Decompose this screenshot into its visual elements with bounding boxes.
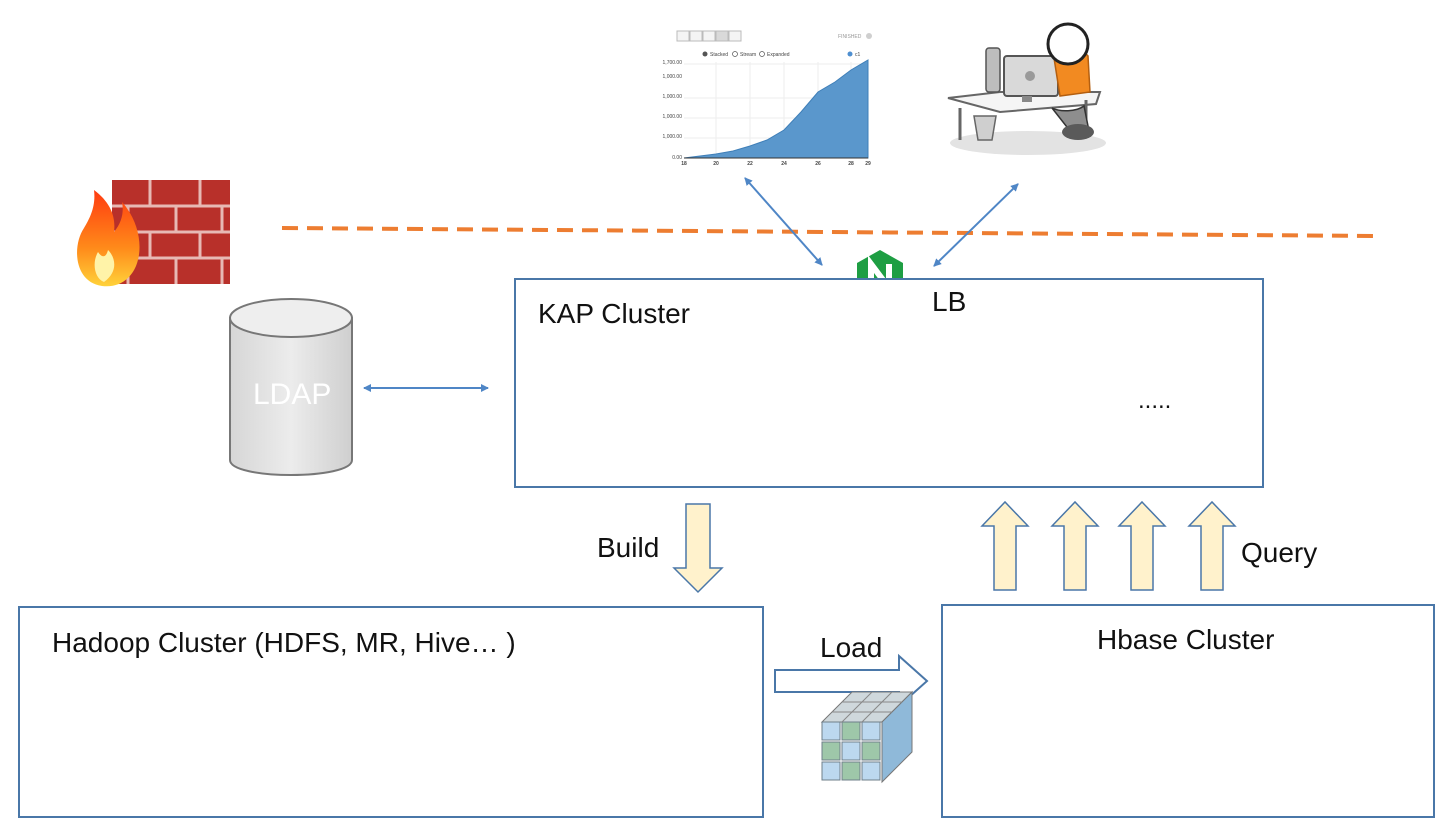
load-label: Load xyxy=(820,632,883,663)
chart-x-tick: 24 xyxy=(781,161,787,167)
build-arrow xyxy=(672,503,724,594)
chart-x-tick: 22 xyxy=(747,161,753,167)
hbase-cluster-title: Hbase Cluster xyxy=(1097,624,1275,655)
chart-thumbnail: FINISHED Stacked Stream Expanded c1 xyxy=(663,26,876,170)
chart-x-tick: 20 xyxy=(713,161,719,167)
legend-expanded-dot xyxy=(759,51,765,57)
chart-y-tick: 0.00 xyxy=(672,155,682,161)
chart-y-tick: 1,000.00 xyxy=(663,94,683,100)
query-arrow-2 xyxy=(1050,500,1100,591)
kap-cluster-title: KAP Cluster xyxy=(538,298,690,329)
firewall-icon xyxy=(77,180,230,287)
lb-label: LB xyxy=(932,286,967,317)
kap-more-indicator: ..... xyxy=(1138,387,1172,414)
query-arrow-1 xyxy=(980,500,1030,591)
firewall-boundary-line xyxy=(281,226,1377,238)
user-lb-arrow xyxy=(933,183,1019,267)
chart-x-tick: 26 xyxy=(815,161,821,167)
chart-y-tick: 1,700.00 xyxy=(663,60,683,66)
chart-toolbar xyxy=(676,30,742,42)
chart-y-ticks: 0.00 1,000.00 1,000.00 1,000.00 1,000.00 1,70… xyxy=(663,60,683,161)
query-arrow-4 xyxy=(1187,500,1237,591)
query-arrows xyxy=(980,500,1237,591)
legend-stacked-dot xyxy=(702,51,708,57)
flame-icon xyxy=(77,190,140,287)
chart-x-tick: 28 xyxy=(848,161,854,167)
chart-area xyxy=(683,59,869,159)
chart-x-ticks: 18 20 22 24 26 28 29 xyxy=(681,161,871,167)
chart-x-tick: 18 xyxy=(681,161,687,167)
legend-expanded: Expanded xyxy=(767,52,790,58)
chart-status-text: FINISHED xyxy=(838,34,862,40)
legend-stream: Stream xyxy=(740,52,756,58)
ldap-label: LDAP xyxy=(253,378,332,411)
ldap-database-icon xyxy=(229,298,353,476)
chart-y-tick: 1,000.00 xyxy=(663,114,683,120)
play-icon xyxy=(866,33,872,39)
chart-lb-arrow xyxy=(744,177,823,266)
query-label: Query xyxy=(1241,537,1318,568)
chart-y-tick: 1,000.00 xyxy=(663,134,683,140)
legend-series-dot xyxy=(847,51,853,57)
kap-cluster-box xyxy=(514,278,1264,488)
chart-y-tick: 1,000.00 xyxy=(663,74,683,80)
hadoop-cluster-box xyxy=(18,606,764,818)
hadoop-cluster-title: Hadoop Cluster (HDFS, MR, Hive… ) xyxy=(52,627,516,658)
hbase-cluster-box xyxy=(941,604,1435,818)
build-label: Build xyxy=(597,532,660,563)
legend-stream-dot xyxy=(732,51,738,57)
legend-series: c1 xyxy=(855,52,861,58)
query-arrow-3 xyxy=(1117,500,1167,591)
chart-x-tick: 29 xyxy=(865,161,871,167)
user-at-desk-icon xyxy=(947,22,1106,155)
load-arrow xyxy=(774,653,929,709)
data-cube-icon xyxy=(820,690,914,784)
legend-stacked: Stacked xyxy=(710,52,728,58)
